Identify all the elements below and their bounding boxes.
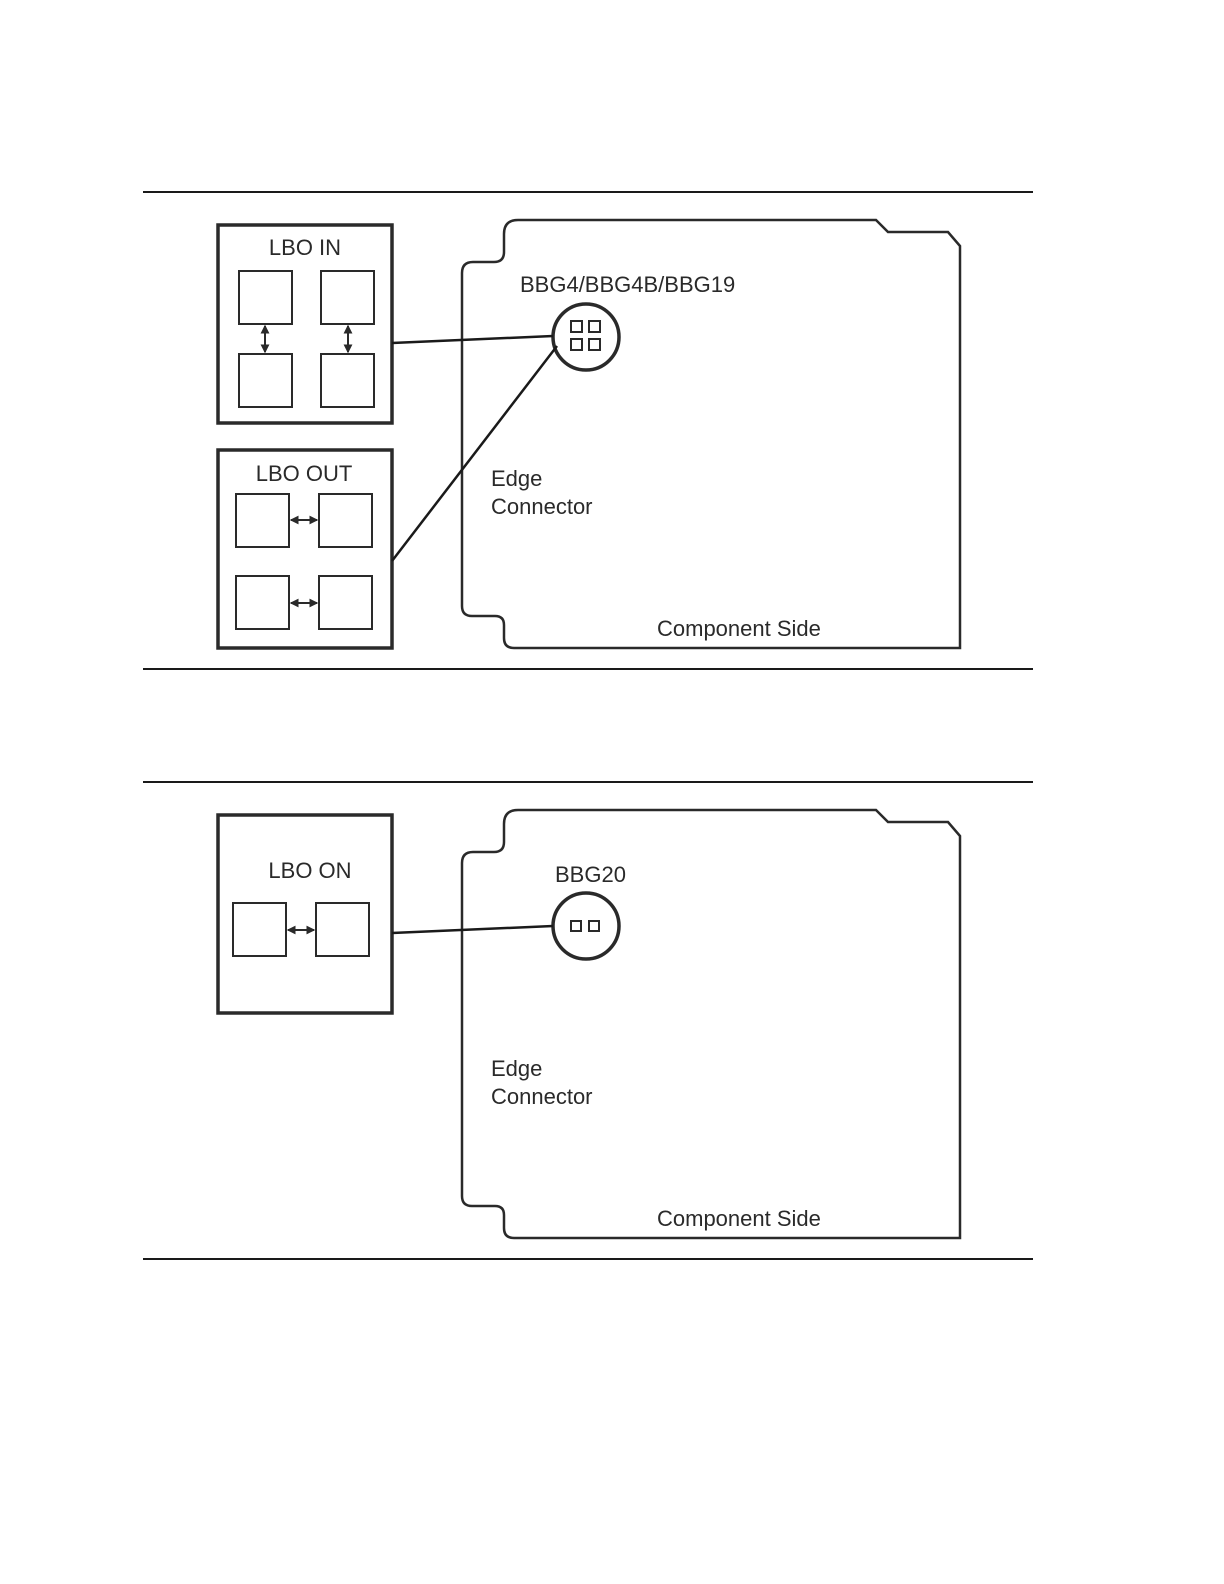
jumper-location-circle — [553, 304, 619, 370]
lbo-in-label: LBO IN — [269, 235, 341, 260]
lbo-on-block: LBO ON — [218, 815, 392, 1013]
component-side-label: Component Side — [657, 1206, 821, 1231]
edge-connector-label: Edge — [491, 466, 542, 491]
lbo-out-jumper-pad — [236, 494, 289, 547]
lbo-out-label: LBO OUT — [256, 461, 353, 486]
lbo-on-jumper-pad — [233, 903, 286, 956]
lbo-in-jumper-pad — [321, 354, 374, 407]
lbo-out-block: LBO OUT — [218, 450, 392, 648]
lbo-on-frame — [218, 815, 392, 1013]
lbo-in-jumper-pad — [321, 271, 374, 324]
jumper-location-circle — [553, 893, 619, 959]
lbo-out-jumper-pad — [236, 576, 289, 629]
callout-leader-line — [392, 336, 553, 343]
lbo-in-jumper-pad — [239, 271, 292, 324]
lbo-in-block: LBO IN — [218, 225, 392, 423]
lbo-in-jumper-pad — [239, 354, 292, 407]
edge-connector-label: Connector — [491, 1084, 593, 1109]
board-outline — [462, 810, 960, 1238]
lbo-on-label: LBO ON — [268, 858, 351, 883]
edge-connector-label: Edge — [491, 1056, 542, 1081]
edge-connector-label: Connector — [491, 494, 593, 519]
lbo-out-jumper-pad — [319, 576, 372, 629]
board-model-label: BBG20 — [555, 862, 626, 887]
lbo-out-jumper-pad — [319, 494, 372, 547]
component-side-label: Component Side — [657, 616, 821, 641]
board-model-label: BBG4/BBG4B/BBG19 — [520, 272, 735, 297]
lbo-on-jumper-pad — [316, 903, 369, 956]
callout-leader-line — [392, 346, 557, 561]
callout-leader-line — [392, 926, 553, 933]
